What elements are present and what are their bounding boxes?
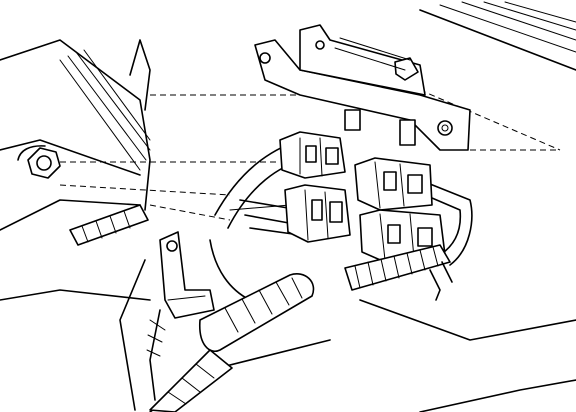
connector-center — [284, 184, 351, 243]
mounting-bolt — [17, 145, 61, 179]
connector-right-upper — [354, 157, 433, 211]
dashed-leader-lines — [59, 89, 561, 221]
connector-upper-left — [279, 131, 346, 179]
conduit-lower — [149, 273, 315, 412]
harness-strap — [429, 261, 453, 301]
conduit-left — [69, 204, 149, 246]
conduit-right — [344, 244, 451, 291]
upper-panel-edge — [419, 1, 576, 71]
mounting-bracket — [254, 24, 471, 151]
left-body-panel — [0, 39, 151, 231]
harness-clip — [146, 231, 215, 401]
